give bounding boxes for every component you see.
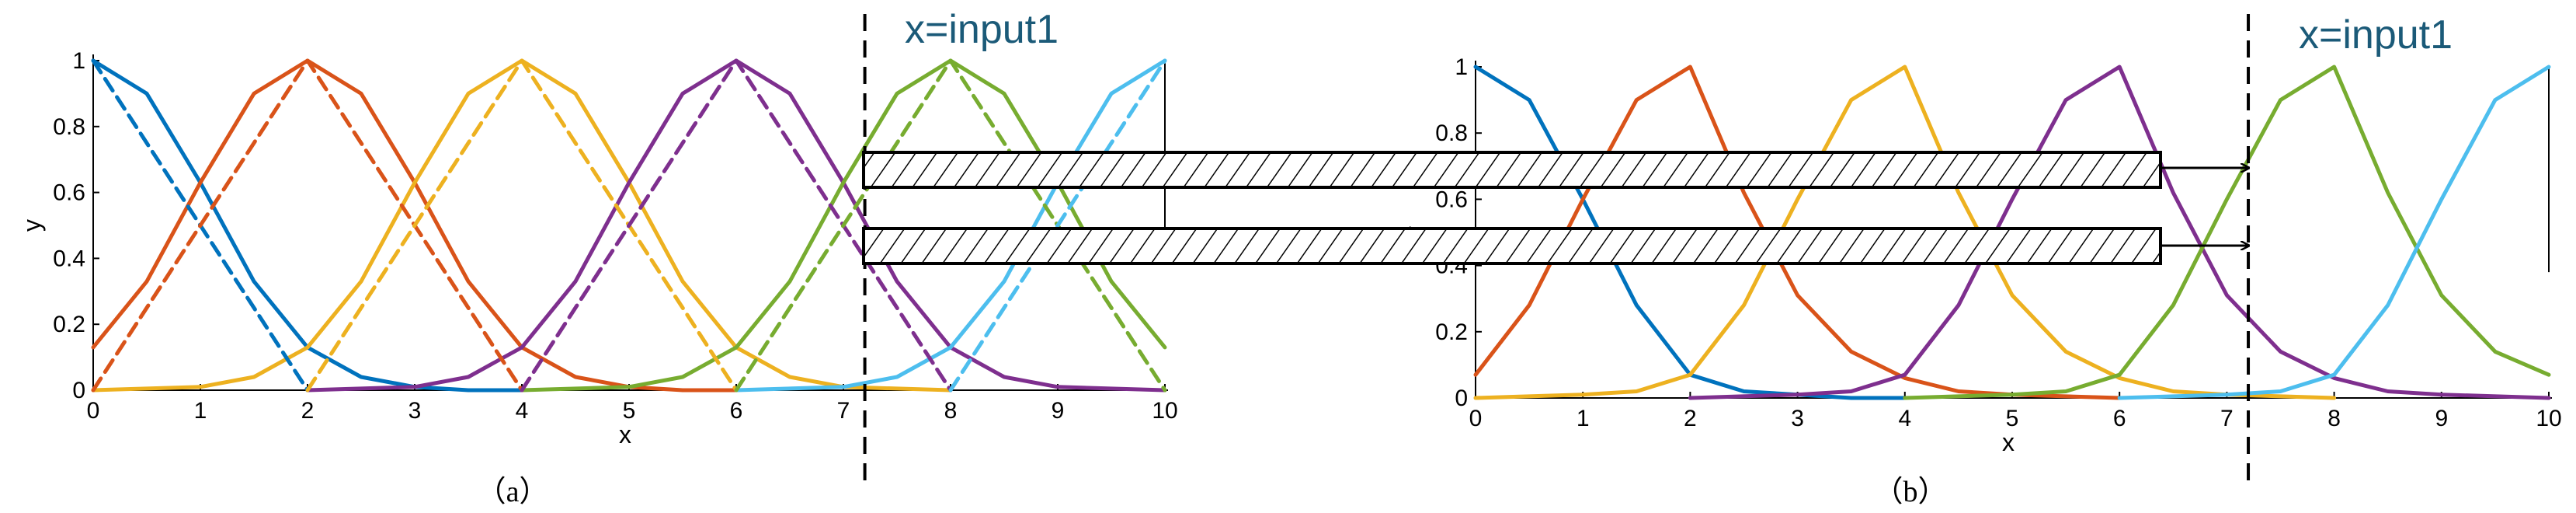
y-tick-label: 0.6 — [1435, 187, 1468, 212]
series-line-3 — [1688, 65, 2551, 400]
series-line-2 — [1473, 65, 2337, 400]
x-tick-label: 1 — [1577, 406, 1590, 431]
y-tick-label: 1 — [72, 48, 85, 74]
caption: （a） — [477, 476, 549, 508]
x-tick-label: 4 — [1898, 406, 1911, 431]
y-tick-label: 0.8 — [1435, 120, 1468, 146]
y-axis-label: y — [18, 219, 46, 232]
x-tick-label: 10 — [2536, 406, 2561, 431]
x-tick-label: 3 — [1791, 406, 1804, 431]
series-line-5 — [2117, 65, 2551, 400]
series-line-dashed-7 — [91, 58, 524, 393]
x-tick-label: 0 — [1469, 406, 1483, 431]
series-line-4 — [520, 58, 1167, 393]
x-tick-label: 7 — [2220, 406, 2234, 431]
x-axis-label: x — [2002, 428, 2015, 456]
y-tick-label: 0 — [72, 378, 85, 403]
y-tick-label: 0.4 — [53, 246, 85, 271]
chart-a: 0 1 2 3 4 5 6 7 8 9 10 0 0.2 0.4 0.6 0.8 1 x y （a） x=input1 — [18, 7, 1178, 508]
series-line-5 — [734, 58, 1167, 393]
connector-overlay — [862, 151, 2248, 265]
caption: （b） — [1873, 476, 1947, 508]
x-tick-label: 10 — [1152, 398, 1177, 424]
series-line-dashed-11 — [948, 58, 1167, 393]
input-annotation: x=input1 — [905, 7, 1059, 52]
x-tick-label: 8 — [944, 398, 958, 424]
y-tick-label: 0 — [1455, 386, 1468, 411]
x-tick-label: 8 — [2327, 406, 2341, 431]
x-tick-label: 9 — [1052, 398, 1065, 424]
series-line-dashed-9 — [520, 58, 953, 393]
hatched-bar-upper — [862, 151, 2162, 189]
y-tick-label: 0.6 — [53, 180, 85, 206]
x-tick-label: 5 — [623, 398, 636, 424]
x-tick-label: 2 — [1684, 406, 1697, 431]
x-tick-label: 4 — [516, 398, 529, 424]
y-tick-label: 0.8 — [53, 114, 85, 140]
x-tick-label: 3 — [408, 398, 422, 424]
series-line-dashed-8 — [305, 58, 739, 393]
y-tick-label: 0.2 — [1435, 319, 1468, 345]
y-tick-label: 0.2 — [53, 312, 85, 337]
x-tick-label: 0 — [87, 398, 100, 424]
x-tick-label: 1 — [194, 398, 207, 424]
x-tick-label: 2 — [301, 398, 315, 424]
x-tick-label: 9 — [2435, 406, 2448, 431]
series-line-dashed-10 — [734, 58, 1167, 393]
x-tick-label: 6 — [730, 398, 743, 424]
x-tick-label: 5 — [2006, 406, 2019, 431]
input-annotation: x=input1 — [2299, 12, 2453, 58]
y-tick-label: 1 — [1455, 54, 1468, 80]
series-line-4 — [1903, 65, 2551, 400]
x-axis-label: x — [619, 421, 631, 448]
hatched-bar-lower — [862, 227, 2162, 265]
x-tick-label: 6 — [2113, 406, 2126, 431]
x-tick-label: 7 — [837, 398, 850, 424]
